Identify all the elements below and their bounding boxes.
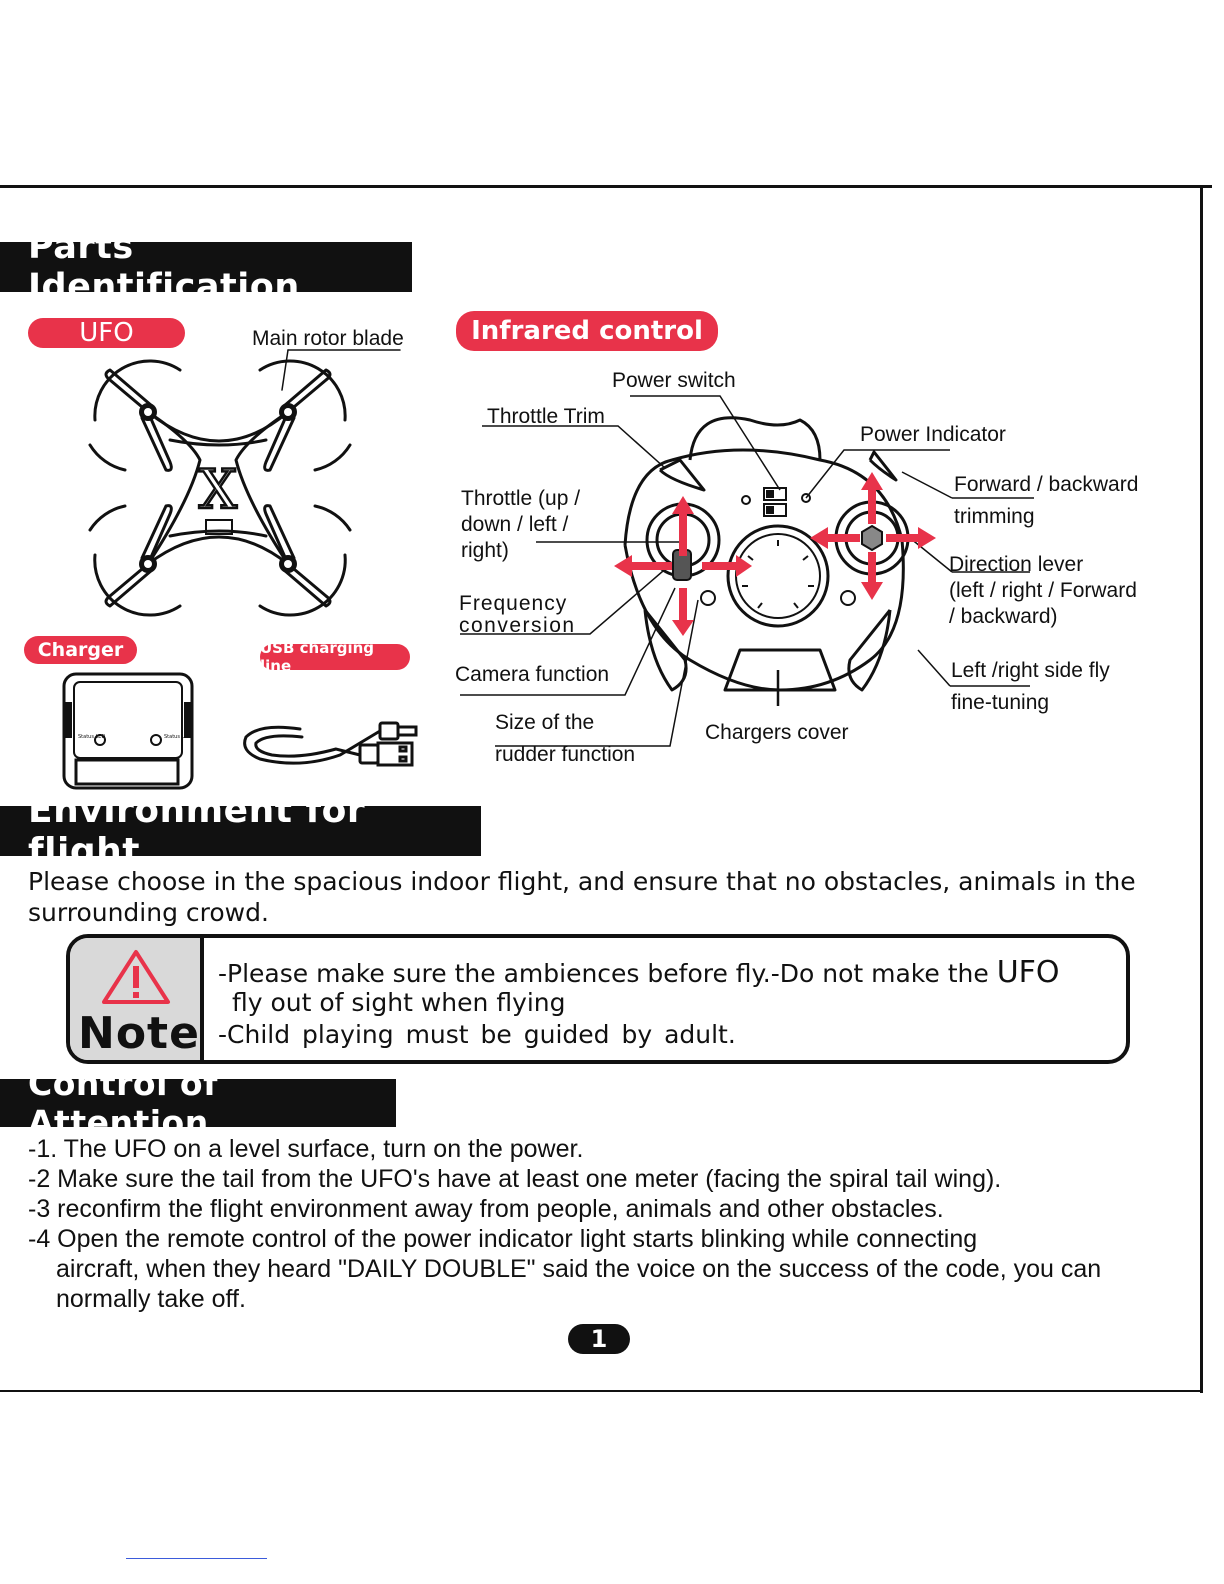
infrared-pill: Infrared control: [456, 311, 718, 351]
attention-step-2: -2 Make sure the tail from the UFO's hav…: [28, 1164, 1148, 1194]
usb-pill-text: USB charging line: [260, 639, 375, 675]
ufo-drone-diagram: X: [88, 349, 401, 617]
step-text: Open the remote control of the power ind…: [50, 1225, 978, 1253]
note-line-3: -Child playing must be guided by adult.: [218, 1020, 736, 1049]
note-label: Note: [78, 1008, 200, 1059]
usb-pill: USB charging line: [260, 639, 410, 675]
note-line-1-text: -Please make sure the ambiences before f…: [218, 959, 997, 988]
charger-diagram: Status LED Status LED: [62, 672, 194, 790]
step-text: reconfirm the flight environment away fr…: [50, 1195, 944, 1223]
step-number: -2: [28, 1165, 51, 1193]
label-power-switch: Power switch: [612, 369, 736, 392]
step-number: -1.: [28, 1135, 58, 1163]
label-direction-2: (left / right / Forward: [949, 579, 1137, 602]
ufo-pill-text: UFO: [79, 318, 134, 348]
environment-text: Please choose in the spacious indoor fli…: [28, 867, 1136, 927]
charger-status-right: Status LED: [164, 734, 191, 740]
label-side-fly-2: fine-tuning: [951, 691, 1050, 714]
attention-step-3: -3 reconfirm the flight environment away…: [28, 1194, 1148, 1224]
infrared-pill-text: Infrared control: [471, 316, 703, 346]
bottom-rule: [0, 1390, 1203, 1392]
attention-steps: -1. The UFO on a level surface, turn on …: [28, 1134, 1148, 1314]
label-chargers-cover: Chargers cover: [705, 721, 849, 744]
note-panel: Note: [70, 938, 204, 1060]
section-heading-attention: Control of Attention: [0, 1064, 396, 1142]
top-rule: [0, 185, 1212, 188]
ufo-body-letter: X: [199, 458, 238, 521]
label-power-indicator: Power Indicator: [860, 423, 1006, 446]
label-rudder-1: Size of the: [495, 711, 595, 734]
section-heading-environment: Environment for flight: [0, 790, 481, 872]
label-throttle-trim: Throttle Trim: [487, 405, 605, 428]
page-number: 1: [590, 1325, 608, 1353]
attention-step-1: -1. The UFO on a level surface, turn on …: [28, 1134, 1148, 1164]
section-heading-parts: Parts Identification: [0, 227, 412, 307]
label-forward-backward-2: trimming: [954, 505, 1035, 528]
label-frequency-2: conversion: [459, 614, 576, 637]
label-throttle-1: Throttle (up /: [461, 487, 581, 510]
bottom-link-underline: [126, 1558, 267, 1559]
step-text: The UFO on a level surface, turn on the …: [57, 1135, 584, 1163]
step-number: -3: [28, 1195, 51, 1223]
usb-cable-diagram: [243, 721, 418, 767]
right-rule: [1200, 185, 1203, 1393]
label-forward-backward: Forward / backward: [954, 473, 1139, 496]
label-rudder-2: rudder function: [495, 743, 636, 766]
note-line-1-ufo: UFO: [996, 955, 1060, 990]
step-text: Make sure the tail from the UFO's have a…: [50, 1165, 1002, 1193]
charger-status-left: Status LED: [78, 734, 105, 740]
charger-pill-text: Charger: [37, 639, 124, 661]
ufo-pill: UFO: [28, 318, 185, 348]
label-frequency-1: Frequency: [459, 592, 568, 615]
remote-control-diagram: [460, 395, 1034, 747]
label-camera: Camera function: [455, 663, 610, 686]
note-box: Note -Please make sure the ambiences bef…: [66, 934, 1130, 1064]
step-number: -4: [28, 1225, 51, 1253]
attention-step-4: -4 Open the remote control of the power …: [28, 1224, 1148, 1254]
note-line-2: fly out of sight when flying: [232, 988, 566, 1017]
label-throttle-3: right): [461, 539, 509, 562]
section-heading-parts-text: Parts Identification: [28, 227, 300, 307]
label-throttle-2: down / left /: [461, 513, 569, 536]
charger-pill: Charger: [24, 636, 137, 664]
label-direction-3: / backward): [949, 605, 1058, 628]
page-number-badge: 1: [568, 1324, 630, 1354]
label-direction-1: Direction lever: [949, 553, 1084, 576]
note-line-1: -Please make sure the ambiences before f…: [218, 958, 1060, 989]
section-heading-environment-text: Environment for flight: [28, 790, 366, 872]
label-main-rotor-blade: Main rotor blade: [252, 327, 404, 350]
section-heading-attention-text: Control of Attention: [28, 1064, 218, 1142]
warning-icon: [102, 950, 170, 1004]
attention-step-4-continued: aircraft, when they heard "DAILY DOUBLE"…: [56, 1255, 1102, 1313]
label-side-fly-1: Left /right side fly: [951, 659, 1110, 682]
